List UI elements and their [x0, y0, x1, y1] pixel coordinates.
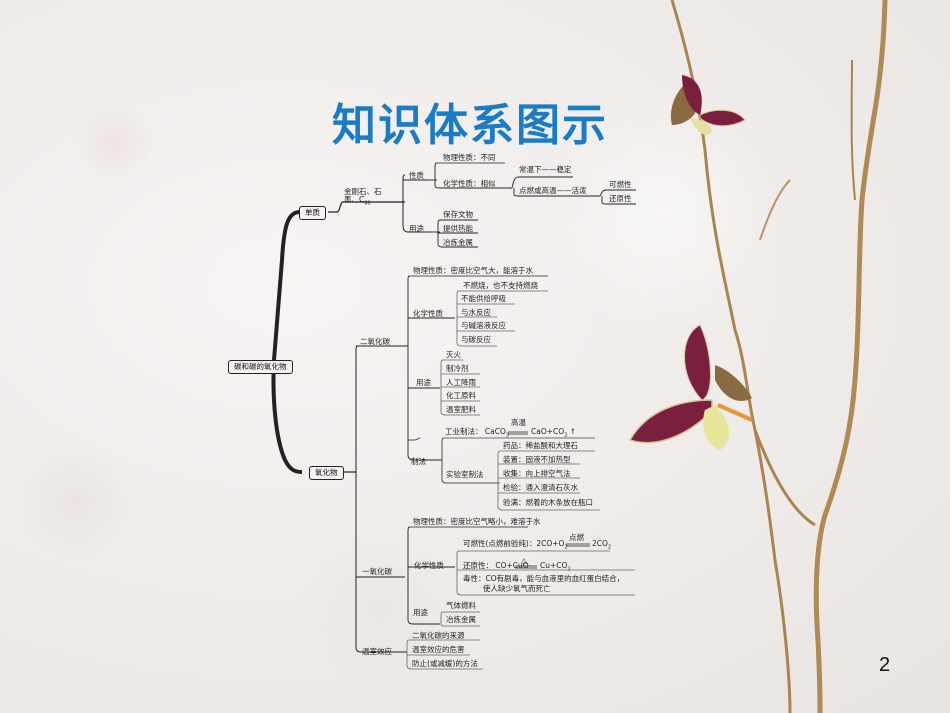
- label-lab-preparation: 实验室制法: [446, 470, 484, 479]
- lab-prep-item: 药品：稀盐酸和大理石: [503, 441, 578, 450]
- co2-use-item: 制冷剂: [446, 364, 469, 373]
- co2-use-item: 温室肥料: [446, 405, 476, 414]
- elemental-chemical-property: 化学性质：相似: [443, 179, 496, 188]
- elemental-use-item: 冶炼金属: [443, 238, 473, 247]
- co-use-item: 气体燃料: [446, 601, 476, 610]
- butterfly-icon: [628, 324, 753, 450]
- industrial-condition: 高温: [511, 418, 526, 427]
- elemental-use-item: 保存文物: [443, 210, 473, 219]
- co-flammability-product: 2CO2: [592, 539, 612, 551]
- co-reduction-product: Cu+CO2: [540, 561, 571, 573]
- co-flammability-condition: 点燃: [569, 533, 584, 542]
- elemental-examples-line2: 墨、C60: [344, 195, 371, 207]
- greenhouse-item: 二氧化碳的来源: [412, 631, 465, 640]
- co2-use-item: 人工降雨: [446, 378, 476, 387]
- co2-physical-property: 物理性质：密度比空气大，能溶于水: [413, 266, 533, 275]
- co-toxicity-line1: 毒性：CO有剧毒，能与血液里的血红蛋白结合，: [463, 574, 625, 583]
- lab-prep-item: 装置：固液不加热型: [503, 455, 571, 464]
- slide-title: 知识体系图示: [332, 100, 608, 151]
- greenhouse-item: 温室效应的危害: [412, 645, 465, 654]
- reducibility: 还原性: [609, 194, 632, 203]
- page-number: 2: [879, 654, 891, 676]
- co2-use-item: 灭火: [446, 350, 461, 359]
- node-root-carbon-and-oxides: 碳和碳的氧化物: [228, 360, 293, 374]
- co2-chemical-item: 与碱溶液反应: [461, 321, 506, 330]
- node-oxides: 氧化物: [309, 466, 344, 480]
- co-reduction-condition: △: [521, 556, 527, 565]
- elemental-use-item: 提供热能: [443, 224, 473, 233]
- co2-chemical-item: 不能供给呼吸: [461, 294, 506, 303]
- label-co: 一氧化碳: [362, 567, 392, 576]
- co-toxicity-line2: 使人缺少氧气而死亡: [483, 584, 551, 593]
- lab-prep-item: 检验：通入澄清石灰水: [503, 483, 578, 492]
- butterfly-icon: [670, 75, 746, 135]
- co2-chemical-item: 与碳反应: [461, 335, 491, 344]
- co2-use-item: 化工原料: [446, 391, 476, 400]
- co-flammability: 可燃性(点燃前验纯)：2CO+O2: [463, 539, 568, 551]
- label-uses: 用途: [409, 224, 424, 233]
- normal-temp-stable: 常温下——稳定: [519, 165, 572, 174]
- label-co-chemical: 化学性质: [414, 561, 444, 570]
- co-physical-property: 物理性质：密度比空气略小，难溶于水: [413, 517, 541, 526]
- label-co-uses: 用途: [413, 608, 428, 617]
- co2-chemical-item: 与水反应: [461, 308, 491, 317]
- greenhouse-item: 防止(或减缓)的方法: [412, 659, 478, 668]
- co2-chemical-item: 不燃烧，也不支持燃烧: [463, 281, 538, 290]
- industrial-preparation: 工业制法： CaCO3: [445, 427, 510, 439]
- node-elemental-carbon: 单质: [299, 206, 326, 220]
- label-co2: 二氧化碳: [360, 337, 390, 346]
- lab-prep-item: 收集：向上排空气法: [503, 469, 571, 478]
- high-temp-active: 点燃或高温——活泼: [519, 186, 587, 195]
- co-reduction: 还原性： CO+CuO: [463, 561, 529, 570]
- label-co2-uses: 用途: [416, 378, 431, 387]
- lab-prep-item: 验满：燃着的木条放在瓶口: [503, 498, 593, 507]
- elemental-examples-line1: 金刚石、石: [344, 187, 382, 196]
- flammability: 可燃性: [609, 180, 632, 189]
- label-co2-preparation: 制法: [411, 457, 426, 466]
- label-co2-chemical: 化学性质: [413, 309, 443, 318]
- elemental-physical-property: 物理性质：不同: [443, 153, 496, 162]
- co-use-item: 冶炼金属: [446, 615, 476, 624]
- industrial-product: CaO+CO2 ↑: [531, 427, 577, 439]
- label-greenhouse-effect: 温室效应: [362, 647, 392, 656]
- label-properties: 性质: [409, 171, 424, 180]
